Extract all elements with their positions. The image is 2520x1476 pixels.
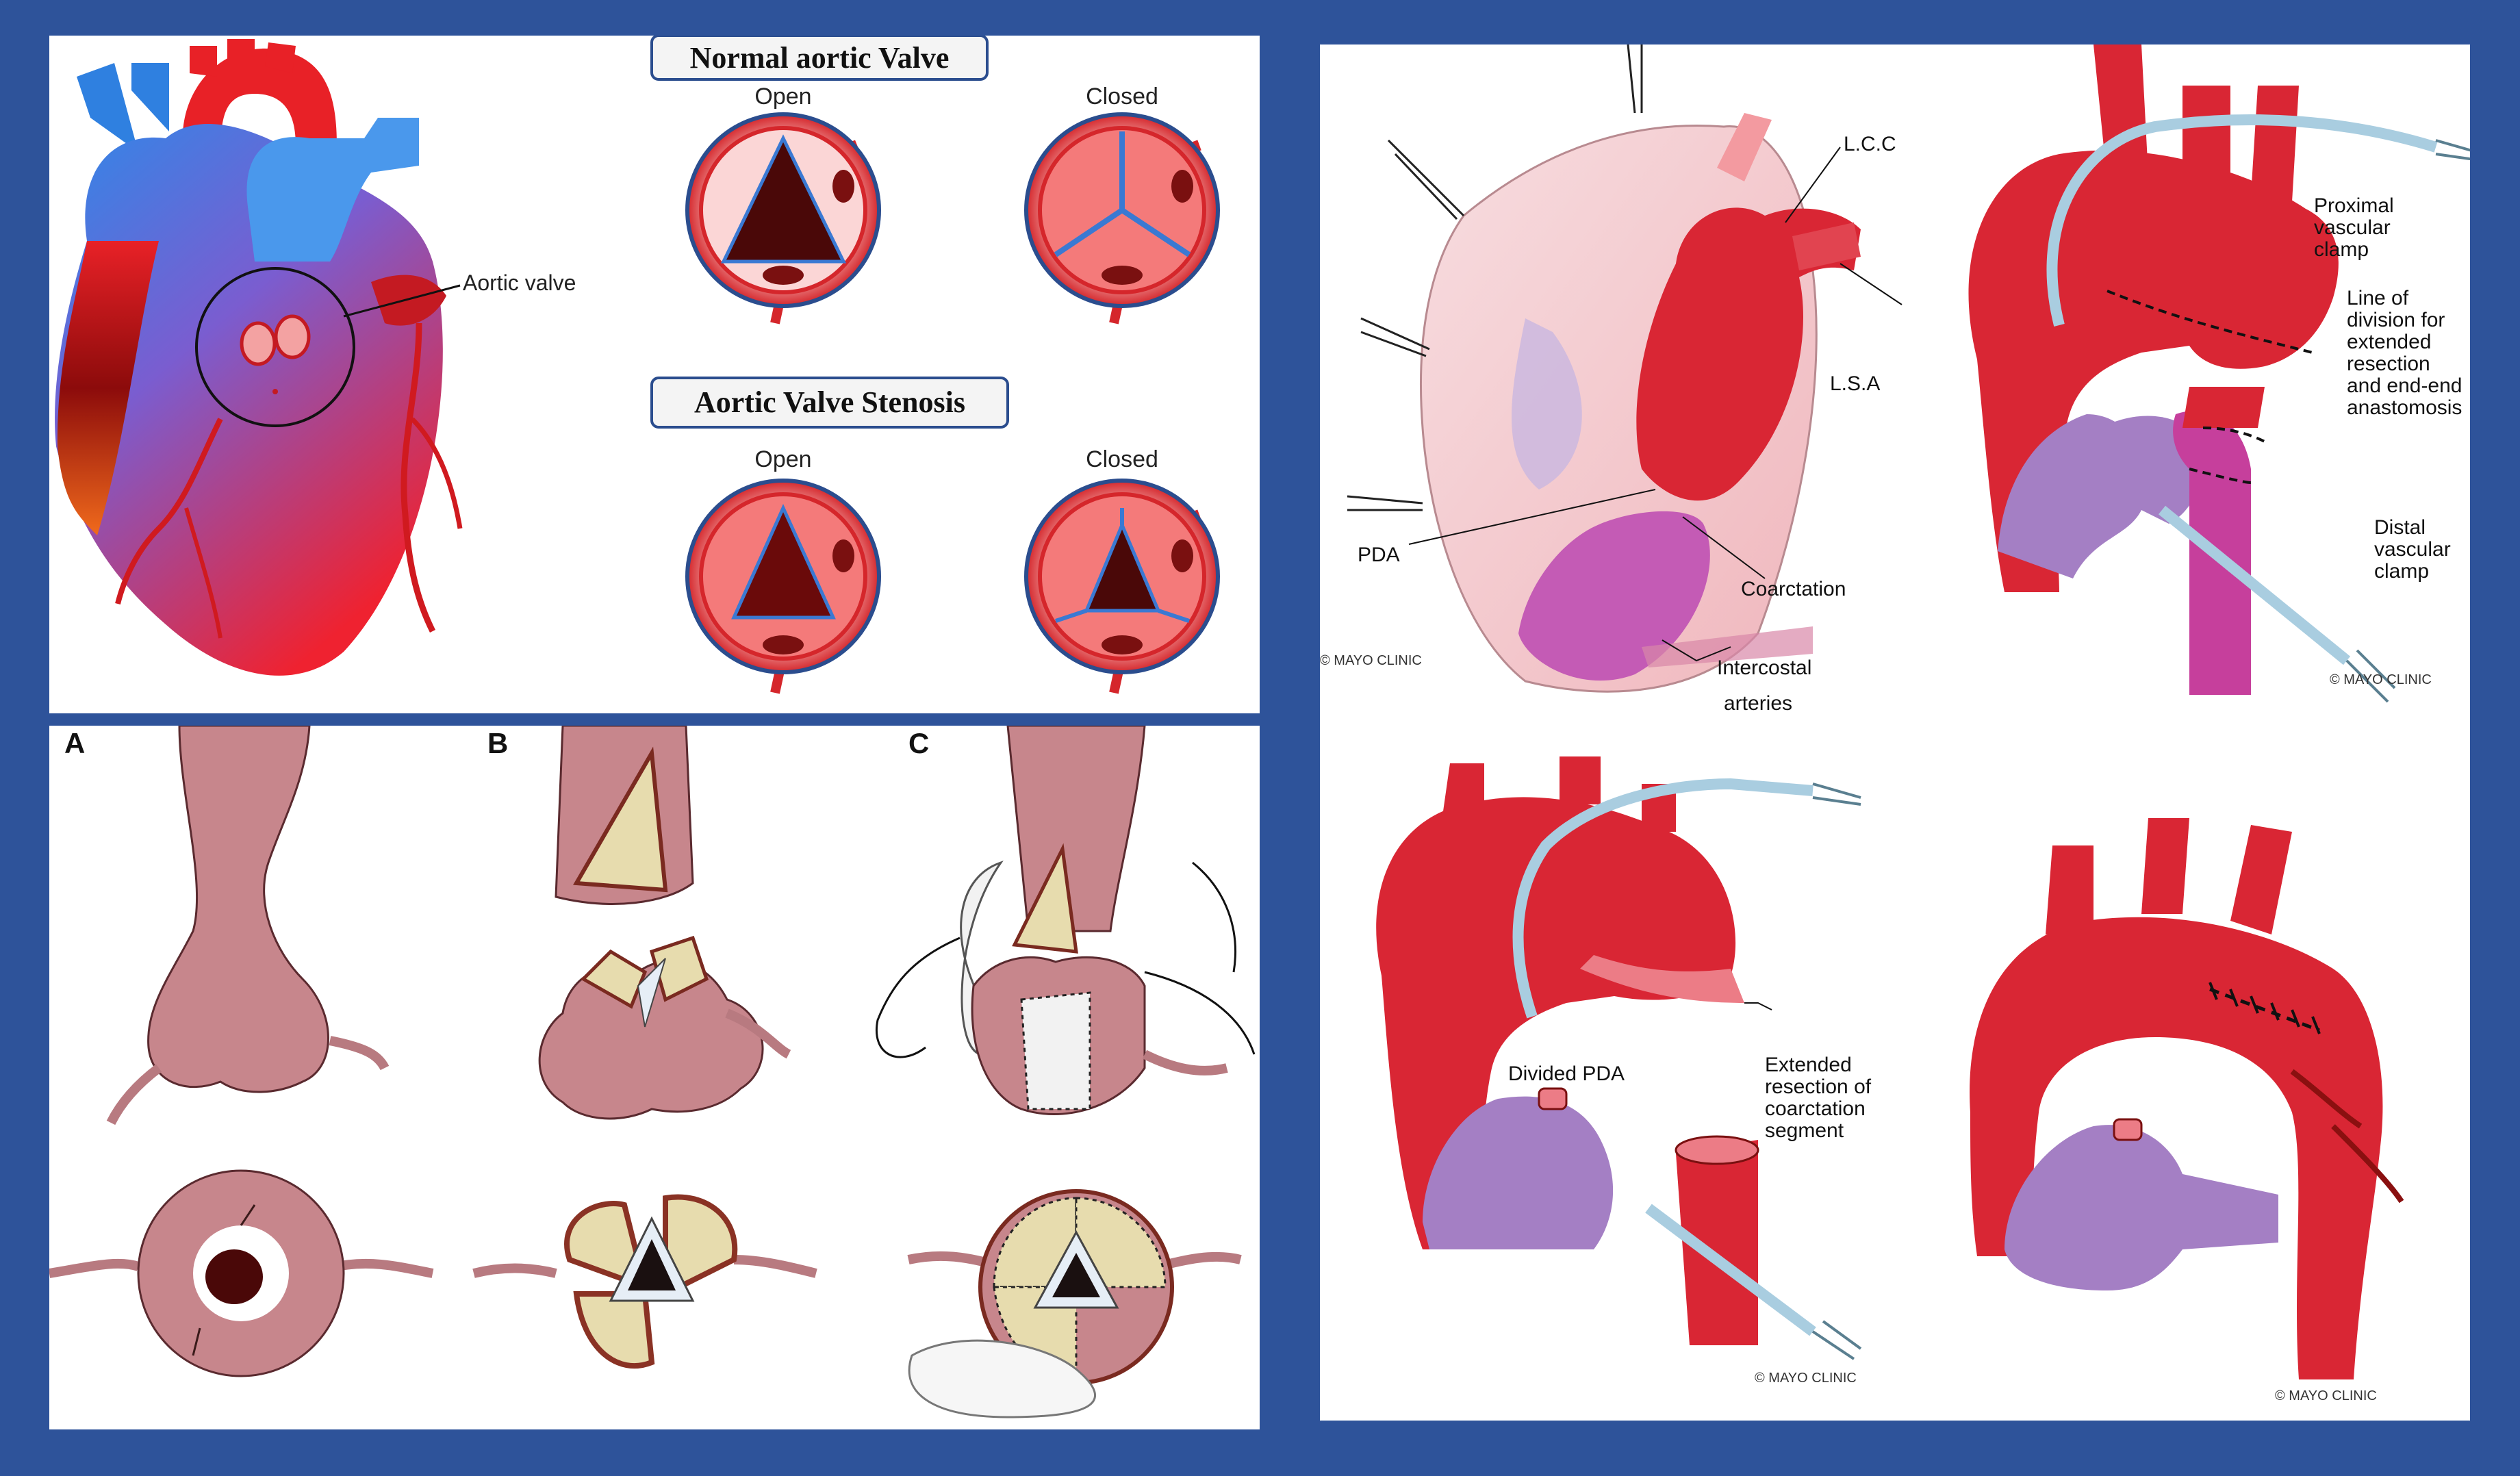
stenosis-closed-label: Closed (1086, 446, 1158, 472)
vascular-clamp-icon (2158, 505, 2351, 665)
division-label-5: and end-end (2347, 374, 2462, 397)
division-label-2: division for (2347, 309, 2445, 331)
copyright-tr: © MAYO CLINIC (2330, 672, 2432, 687)
normal-open-label: Open (754, 84, 811, 110)
coarctation-anatomy-illustration (1347, 44, 1902, 693)
distal-label-1: Distal (2374, 516, 2426, 539)
aortic-valve-icon (685, 112, 881, 325)
coarctation-label: Coarctation (1741, 578, 1846, 600)
divided-pda-label: Divided PDA (1508, 1063, 1625, 1085)
stenosis-title-box: Aortic Valve Stenosis (650, 377, 1009, 429)
heart-illustration (55, 39, 463, 676)
copyright-bl: © MAYO CLINIC (1755, 1371, 1857, 1386)
aortic-valve-icon (685, 479, 881, 694)
lcc-label: L.C.C (1844, 133, 1896, 155)
aortic-valve-icon (1024, 112, 1220, 325)
clamped-aorta-illustration (1968, 44, 2470, 703)
copyright-br: © MAYO CLINIC (2275, 1388, 2377, 1403)
aortic-valve-panel: Aortic valve Normal aortic Valve Aortic … (49, 36, 1260, 713)
division-label-1: Line of (2347, 287, 2409, 309)
division-label-3: extended (2347, 331, 2431, 353)
label-a: A (64, 727, 85, 759)
lsa-label: L.S.A (1830, 372, 1880, 395)
valve-repair-panel: A B C (49, 726, 1260, 1429)
distal-label-3: clamp (2374, 560, 2429, 583)
aortic-valve-label: Aortic valve (463, 270, 576, 295)
pericardial-patch-icon (876, 726, 1256, 1418)
pda-label: PDA (1358, 544, 1400, 566)
division-label-4: resection (2347, 353, 2430, 375)
intercostal-label-1: Intercostal (1717, 657, 1811, 679)
extended-label-1: Extended (1765, 1054, 1852, 1076)
suture-icon (2209, 987, 2320, 1032)
label-c: C (908, 727, 929, 759)
copyright-tl: © MAYO CLINIC (1320, 653, 1422, 668)
vascular-clamp-icon (1645, 1204, 1816, 1336)
label-b: B (487, 727, 508, 759)
valve-leaflet-illustration (472, 726, 817, 1369)
intercostal-label-2: arteries (1724, 692, 1792, 715)
proximal-label-1: Proximal (2314, 194, 2394, 217)
extended-label-3: coarctation (1765, 1097, 1866, 1120)
resection-illustration (1376, 756, 1862, 1360)
normal-closed-label: Closed (1086, 84, 1158, 110)
stenosis-valve-title: Aortic Valve Stenosis (694, 385, 965, 419)
vascular-clamp-icon (1512, 778, 1813, 1019)
proximal-label-3: clamp (2314, 238, 2369, 261)
vascular-clamp-icon (2046, 114, 2438, 327)
aortic-valve-icon (1024, 479, 1220, 694)
normal-valve-title: Normal aortic Valve (690, 41, 950, 75)
division-label-6: anastomosis (2347, 396, 2462, 419)
extended-label-4: segment (1765, 1119, 1844, 1142)
distal-label-2: vascular (2374, 538, 2451, 561)
extended-label-2: resection of (1765, 1076, 1872, 1098)
aortic-root-illustration (49, 726, 434, 1377)
proximal-label-2: vascular (2314, 216, 2391, 239)
stenosis-open-label: Open (754, 446, 811, 472)
anastomosis-illustration (1970, 818, 2404, 1379)
coarctation-repair-panel: L.C.C L.S.A PDA Coarctation Intercostal … (1320, 44, 2470, 1421)
normal-title-box: Normal aortic Valve (650, 36, 989, 81)
